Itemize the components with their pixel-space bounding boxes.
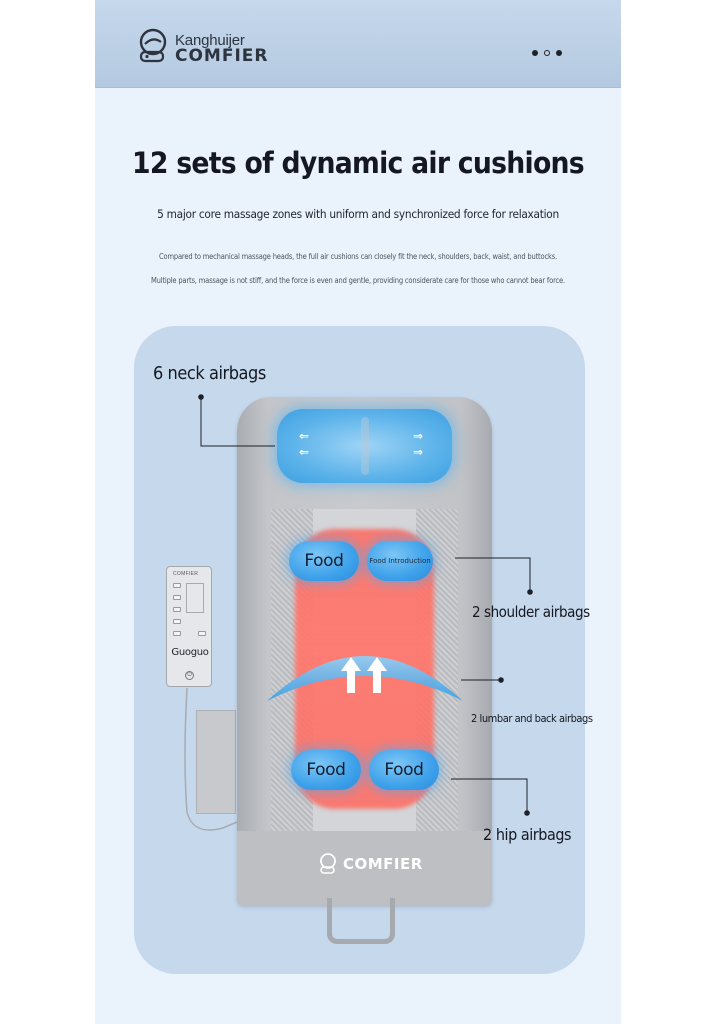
arrow-right-icon: ⇒	[413, 445, 424, 459]
page-title: 12 sets of dynamic air cushions	[132, 146, 585, 180]
lumbar-airbag-arc	[267, 656, 463, 701]
arrow-up-icon	[341, 657, 361, 693]
shoulder-airbag-left: Food	[289, 541, 359, 581]
label-hip-airbags: 2 hip airbags	[483, 825, 572, 844]
remote-pouch	[196, 710, 236, 814]
remote-key	[173, 595, 181, 600]
header-bar: Kanghuijer COMFIER	[95, 0, 621, 88]
remote-key	[173, 607, 181, 612]
remote-body-diagram	[186, 583, 204, 613]
page-subtitle: 5 major core massage zones with uniform …	[157, 207, 559, 221]
arrow-right-icon: ⇒	[413, 429, 424, 443]
remote-key	[173, 583, 181, 588]
mat-brand-logo: COMFIER	[319, 853, 423, 875]
carousel-pager	[532, 50, 562, 56]
pager-dot-3[interactable]	[556, 50, 562, 56]
power-icon: ⏻	[185, 671, 194, 680]
description-line-2: Multiple parts, massage is not stiff, an…	[150, 276, 565, 285]
hip-airbag-left: Food	[291, 750, 361, 790]
brand-name-top: Kanghuijer	[175, 32, 245, 49]
arrow-left-icon: ⇐	[299, 445, 310, 459]
arrow-up-icon	[367, 657, 387, 693]
brand-logo-icon	[320, 853, 336, 874]
hip-airbag-right: Food	[369, 750, 439, 790]
pager-dot-2[interactable]	[544, 50, 550, 56]
remote-brand: COMFIER	[173, 571, 199, 577]
shoulder-airbag-right: Food Introduction	[367, 541, 433, 581]
remote-model-name: Guoguo	[171, 647, 209, 658]
mat-brand-text: COMFIER	[343, 855, 423, 873]
brand-name-bottom: COMFIER	[175, 46, 269, 66]
remote-control: COMFIER Guoguo ⏻	[166, 566, 212, 687]
label-lumbar-airbags: 2 lumbar and back airbags	[471, 712, 593, 725]
remote-key	[198, 631, 206, 636]
mat-bottom-strip: COMFIER	[237, 831, 492, 905]
massage-mat: ⇐ ⇐ ⇒ ⇒ Food Food Introduction Food Food	[237, 397, 492, 905]
description-line-1: Compared to mechanical massage heads, th…	[158, 252, 558, 261]
remote-key	[173, 631, 181, 636]
label-neck-airbags: 6 neck airbags	[153, 363, 266, 384]
mat-carry-handle	[327, 898, 395, 944]
remote-key	[173, 619, 181, 624]
label-shoulder-airbags: 2 shoulder airbags	[472, 603, 590, 621]
neck-airbag-pad: ⇐ ⇐ ⇒ ⇒	[277, 409, 452, 483]
product-page: Kanghuijer COMFIER 12 sets of dynamic ai…	[95, 0, 621, 1024]
arrow-left-icon: ⇐	[299, 429, 310, 443]
neck-pad-seam	[361, 417, 369, 475]
remote-keypad	[172, 581, 208, 643]
pager-dot-1[interactable]	[532, 50, 538, 56]
brand-logo-icon	[139, 28, 167, 63]
